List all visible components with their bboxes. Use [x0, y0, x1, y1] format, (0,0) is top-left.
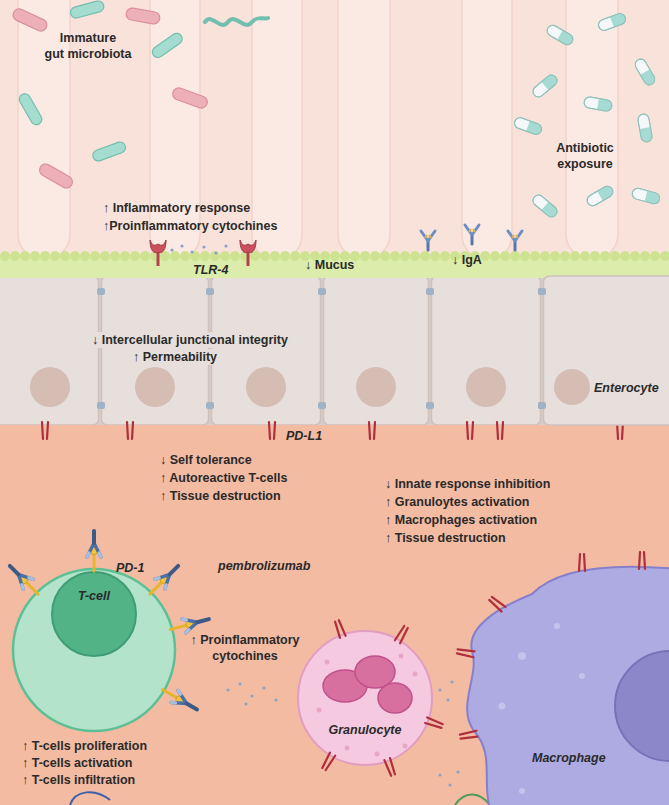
cell-name: Macrophage [532, 750, 606, 766]
annotation-label: ↓ Self tolerance [160, 452, 252, 468]
bacteria [11, 0, 268, 190]
annotation-label: pembrolizumab [218, 558, 310, 574]
annotation-label: ↓ IgA [452, 252, 482, 268]
granulocyte-cell: Granulocyte [297, 630, 433, 766]
annotation-label: ↓ Innate response inhibition [385, 476, 550, 492]
enterocyte-cell: Enterocyte [542, 276, 669, 425]
annotation-label: ↓ Intercellular junctional integrity [89, 332, 291, 348]
villi [18, 0, 618, 260]
nuclei [30, 367, 506, 407]
tlr4-receptors [150, 240, 256, 266]
cell-shape [462, 566, 669, 805]
macrophage-cell: Macrophage [462, 566, 669, 805]
enterocytes [0, 276, 541, 425]
annotation-label: ↑ Proinflammatory cytochines [190, 632, 299, 664]
annotation-label: ↑Proinflammatory cytochines [103, 218, 277, 234]
annotation-label: PD-1 [116, 560, 144, 576]
iga-antibodies [421, 225, 522, 250]
cell-name: T-cell [78, 588, 110, 604]
pd-l1-enterocyte [42, 422, 623, 439]
cell-name: Granulocyte [329, 722, 402, 738]
cell-name: Enterocyte [594, 380, 659, 396]
t-cell: T-cell [12, 568, 176, 732]
annotation-label: ↑ T-cells infiltration [22, 772, 135, 788]
antibiotic-pills [513, 12, 661, 219]
annotation-label: Antibiotic exposure [556, 140, 614, 172]
annotation-label: ↑ T-cells proliferation [22, 738, 147, 754]
annotation-label: ↑ Tissue destruction [385, 530, 506, 546]
tight-junctions [97, 288, 546, 409]
annotation-label: ↑ Tissue destruction [160, 488, 281, 504]
annotation-label: ↑ Inflammatory response [103, 200, 250, 216]
annotation-label: ↑ Permeability [130, 349, 220, 365]
cell-shape [542, 276, 669, 425]
annotation-label: ↑ T-cells activation [22, 755, 132, 771]
cell-shape [297, 630, 433, 766]
annotation-label: ↑ Granuloytes activation [385, 494, 529, 510]
annotation-label: TLR-4 [193, 262, 228, 278]
annotation-label: ↑ Autoreactive T-cells [160, 470, 287, 486]
annotation-label: ↓ Mucus [305, 257, 354, 273]
annotation-label: ↑ Macrophages activation [385, 512, 537, 528]
annotation-label: PD-L1 [286, 428, 322, 444]
annotation-label: Immature gut microbiota [45, 30, 132, 62]
bottom-fibres [70, 792, 540, 805]
